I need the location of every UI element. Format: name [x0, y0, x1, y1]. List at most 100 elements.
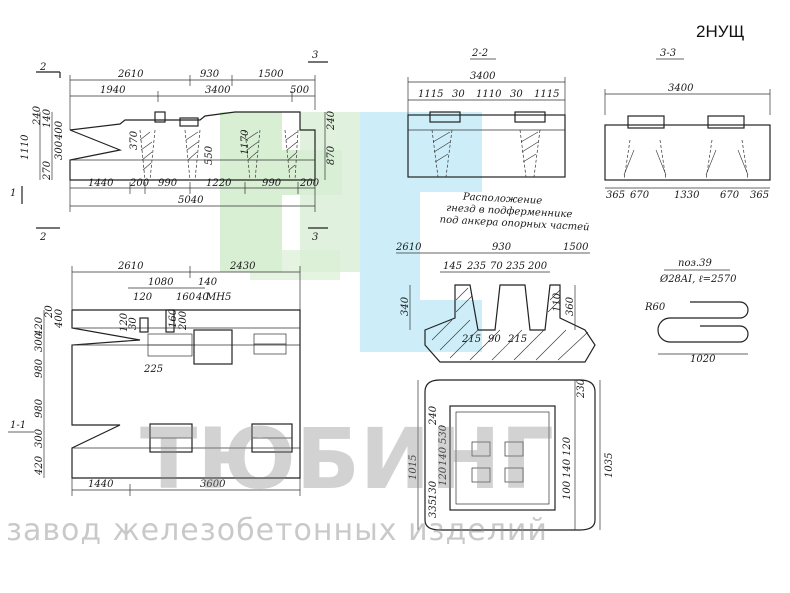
section-1-1: 2610 2430 1080 140 120 160 40 МН5 225 12… — [8, 261, 301, 496]
bar-radius: R60 — [644, 302, 666, 313]
s11-small-dim-5: 225 — [143, 364, 163, 375]
sheet-code: 2НУЩ — [696, 22, 745, 41]
section-mark-left: 2 — [39, 62, 46, 73]
s22-dim-1: 1115 — [418, 89, 443, 100]
s33-total: 3400 — [668, 83, 694, 94]
elev-total-dim: 5040 — [178, 195, 204, 206]
s11-top-dim-1: 2610 — [117, 261, 144, 272]
s22-dim-3: 1110 — [476, 89, 502, 100]
s11-small-dim-3: 160 — [168, 308, 179, 328]
ad-side-dim-2: 360 — [565, 296, 576, 316]
elev-vdim-2: 240 — [32, 105, 43, 126]
section-mark-left-bottom: 2 — [39, 232, 46, 243]
ad-side-dim-1: 340 — [400, 296, 411, 316]
elev-bottom-dim-2: 200 — [129, 178, 150, 189]
plan-left-dim-6: 130 — [428, 480, 439, 500]
plan-right-dim-5: 120 — [562, 436, 573, 456]
s11-sub-dim-1: 1080 — [148, 277, 174, 288]
plan-left-dim-1: 1015 — [408, 455, 419, 480]
s11-left-dim-7: 300 — [34, 428, 45, 448]
s11-tag: МН5 — [205, 292, 231, 303]
s11-top-dim-2: 2430 — [229, 261, 256, 272]
section-2-2-label: 2-2 — [471, 48, 488, 59]
elev-top-dim-3: 1500 — [258, 69, 284, 80]
s11-left-dim-8: 420 — [34, 455, 45, 476]
note-line-1: Расположение — [462, 192, 543, 207]
elev-bottom-dim-4: 1220 — [206, 178, 232, 189]
s11-sub-dim-2: 140 — [198, 277, 218, 288]
elev-inner-dim-2: 550 — [204, 145, 215, 165]
ad-bottom-dim-2: 90 — [488, 334, 501, 345]
s33-dim-1: 365 — [606, 190, 625, 201]
section-3-3: 3-3 3400 365 670 1330 670 365 — [604, 48, 771, 201]
elev-bottom-dim-3: 990 — [158, 178, 178, 189]
elev-vdim-6: 400 — [54, 120, 65, 141]
elev-bottom-dim-1: 1440 — [88, 178, 114, 189]
elev-vdim-7: 870 — [326, 145, 337, 165]
ad-bottom-dim-1: 215 — [461, 334, 481, 345]
s33-dim-4: 670 — [720, 190, 740, 201]
section-mark-side: 1 — [10, 188, 16, 199]
ad-sub-dim-3: 70 — [490, 261, 503, 272]
ad-side-dim-3: 110 — [552, 292, 563, 312]
elev-vdim-5: 300 — [54, 140, 65, 160]
watermark-logo — [220, 112, 482, 352]
s11-left-dim-3: 400 — [54, 308, 65, 329]
s11-bottom-dim-1: 1440 — [88, 479, 114, 490]
anchor-detail: 2610 930 1500 145 235 70 235 200 340 360… — [395, 242, 596, 363]
anchor-note: Расположение гнезд в подферменнике под а… — [439, 192, 589, 234]
elev-bottom-dim-5: 990 — [262, 178, 282, 189]
s22-total: 3400 — [470, 71, 496, 82]
s11-small-dim-2: 30 — [128, 317, 139, 330]
plan-right-dim-3: 100 — [562, 480, 573, 500]
section-3-3-label: 3-3 — [660, 48, 676, 59]
s11-left-dim-4: 300 — [34, 332, 45, 352]
s11-small-dim-1: 120 — [119, 312, 130, 332]
s11-sub-dim-3: 120 — [133, 292, 153, 303]
ad-sub-dim-4: 235 — [505, 261, 525, 272]
section-2-2: 2-2 3400 1115 30 1110 30 1115 — [407, 48, 566, 178]
plan-left-dim-7: 335 — [428, 499, 439, 518]
elevation-view: 2 2 3 3 1 2610 930 1500 1940 3400 500 — [10, 50, 337, 243]
s11-left-dim-6: 980 — [34, 398, 45, 418]
ad-bottom-dim-3: 215 — [507, 334, 527, 345]
s11-sub-dim-4: 160 — [176, 292, 196, 303]
plan-left-dim-3: 530 — [438, 424, 449, 444]
bar-detail: поз.39 Ø28AI, ℓ=2570 R60 1020 — [644, 258, 749, 365]
s11-small-dim-4: 200 — [178, 310, 189, 331]
plan-right-dim-2: 1035 — [604, 453, 615, 478]
plan-left-dim-5: 120 — [438, 466, 449, 486]
s33-dim-5: 365 — [750, 190, 769, 201]
s11-sub-dim-5: 40 — [195, 292, 209, 303]
bar-pos: поз.39 — [678, 258, 712, 269]
ad-top-dim-3: 1500 — [563, 242, 589, 253]
elev-top-dim-2: 930 — [200, 69, 220, 80]
elev-top-dim-1: 2610 — [117, 69, 144, 80]
s22-dim-2: 30 — [452, 89, 465, 100]
s11-bottom-dim-2: 3600 — [200, 479, 226, 490]
s11-left-dim-2: 20 — [44, 305, 55, 319]
ad-sub-dim-5: 200 — [527, 261, 548, 272]
bar-length: 1020 — [690, 354, 716, 365]
plan-right-dim-1: 230 — [576, 378, 587, 399]
elev-inner-dim-1: 370 — [129, 130, 140, 150]
plan-left-dim-2: 240 — [428, 405, 439, 426]
ad-sub-dim-2: 235 — [466, 261, 486, 272]
s33-dim-3: 1330 — [674, 190, 700, 201]
watermark-subtitle: завод железобетонных изделий — [6, 513, 548, 548]
s11-left-dim-1: 420 — [34, 316, 45, 337]
plan-right-dim-4: 140 — [562, 458, 573, 478]
section-mark-right-bottom: 3 — [312, 232, 318, 243]
elev-inner-dim-3: 1170 — [240, 129, 251, 155]
elev-2nd-dim-3: 500 — [290, 85, 310, 96]
ad-sub-dim-1: 145 — [443, 261, 462, 272]
elev-vdim-1: 1110 — [20, 134, 31, 160]
bar-spec: Ø28AI, ℓ=2570 — [659, 274, 737, 285]
s11-left-dim-5: 980 — [34, 358, 45, 378]
watermark-name: ТЮБИНГ — [140, 410, 554, 508]
s11-label: 1-1 — [10, 420, 26, 431]
s33-dim-2: 670 — [630, 190, 650, 201]
elev-vdim-4: 140 — [42, 108, 53, 128]
plan-view: 230 1035 100 140 120 1015 240 530 140 12… — [408, 378, 615, 531]
